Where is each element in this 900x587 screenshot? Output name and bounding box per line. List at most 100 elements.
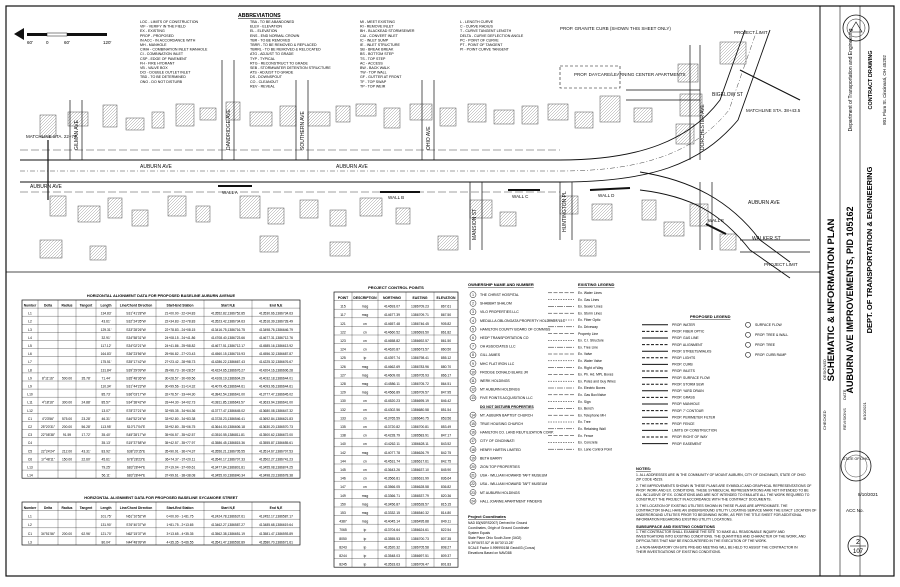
coordinates-line: Elevations Based on NAVD88 xyxy=(468,551,512,555)
existing-legend-label: Ex. Valve xyxy=(578,352,592,356)
table-cell: msg xyxy=(362,494,369,498)
abbreviation-entry: TF - TOP SWAP xyxy=(360,80,387,84)
table-cell: 414204.16,1386606.28 xyxy=(259,368,293,372)
alignment-table-auburn: HORIZONTAL ALIGNMENT DATA FOR PROPOSED B… xyxy=(21,293,301,479)
abbreviation-entry: REV - REVEAL xyxy=(250,84,275,88)
table-header: Tangent xyxy=(80,506,93,510)
table-cell: 414560.15,1386715.93 xyxy=(211,352,245,356)
table-cell: L3 xyxy=(28,328,32,332)
table-cell: 1386692.57 xyxy=(411,339,429,343)
existing-legend-label: Ex. Lane Control Point xyxy=(578,447,612,451)
table-cell: 820.36 xyxy=(441,494,451,498)
table-cell: 413498.76,1386646.79 xyxy=(259,328,293,332)
table-cell: 212.00 xyxy=(62,449,72,453)
table-cell: 22+34.83 - 22+78.83 xyxy=(165,320,196,324)
designed-label: DESIGNED xyxy=(822,359,827,380)
label-auburn-left: AUBURN AVE xyxy=(30,184,63,190)
table-cell: 413520.32 xyxy=(384,545,400,549)
table-cell: 414586.11 xyxy=(384,382,400,386)
table-cell: cn xyxy=(363,442,367,446)
table-cell: 843.52 xyxy=(441,442,451,446)
table-header: Start-End Station xyxy=(167,304,194,308)
table-header: Start N,E xyxy=(221,304,236,308)
proposed-legend-label: PROP. LIGHTS xyxy=(672,356,696,360)
existing-legend-label: Property Line xyxy=(578,332,598,336)
table-cell: 8°11'16" xyxy=(42,376,55,380)
ownership-name: MT. AUBURN BAPTIST CHURCH xyxy=(480,413,533,417)
abbreviation-entry: CSP - EDGE OF PAVEMENT xyxy=(140,57,188,61)
coordinates-line: System Equals xyxy=(468,531,490,535)
table-cell: C3 xyxy=(28,433,32,437)
coordinates-title: Project Coordinates xyxy=(468,514,507,519)
proposed-legend-label: PROP. PERIMETER FILTER xyxy=(672,415,716,419)
existing-legend-label: Ex. Retaining Wall xyxy=(578,427,606,431)
table-cell: 1386628.58 xyxy=(411,485,429,489)
proposed-legend-label: PROP. RIGHT OF WAY xyxy=(672,435,708,439)
ownership-number: 3 xyxy=(472,310,474,314)
table-cell: 35+06.57 - 35+42.57 xyxy=(165,433,196,437)
abbreviation-entry: TBRR - TO BE REMOVED & REPLACED xyxy=(250,43,317,47)
ownership-number: 18 xyxy=(471,448,475,452)
city-seal-icon xyxy=(842,14,870,42)
table-cell: N62°15'37"W xyxy=(126,532,147,536)
abbreviation-entry: CO - CLEANOUT xyxy=(250,80,279,84)
table-cell: 414609.06 xyxy=(384,373,400,377)
note-item: 2. THE IMPROVEMENTS SHOWN IN THESE PLANS… xyxy=(636,484,811,502)
proposed-legend-symbol-item: PROP. TREE xyxy=(745,341,776,348)
abbreviation-entry: EL - ELEVATION xyxy=(250,29,277,33)
subsurface-item: 2. A NON-MANDATORY ON-SITE PRE-BID MEETI… xyxy=(636,546,798,555)
ownership-name: MT AUBURN HOLDINGS xyxy=(480,388,520,392)
table-cell: 43.31' xyxy=(82,449,91,453)
abbreviation-entry: CAI - CONVERT INLET xyxy=(360,34,399,38)
table-header: Line/Chord Direction xyxy=(120,304,153,308)
abbreviation-entry: TYP - TYPICAL xyxy=(250,57,275,61)
ownership-number: 13 xyxy=(471,396,475,400)
table-cell: 1386626.79 xyxy=(411,451,429,455)
table-cell: 1386709.71 xyxy=(411,313,429,317)
table-cell: S31°41'28"W xyxy=(126,312,146,316)
ownership-number: 19 xyxy=(471,456,475,460)
proposed-legend-label: PROP. ALIGNMENT xyxy=(672,343,703,347)
table-cell: 575.00 xyxy=(62,417,72,421)
label-wall-d: WALL D xyxy=(598,193,615,198)
table-cell: 836.64 xyxy=(441,477,451,481)
table-cell: L4 xyxy=(28,336,32,340)
table-cell: 35.78' xyxy=(82,376,91,380)
table-cell: S83°28'44"E xyxy=(127,466,146,470)
table-cell: 414045.14 xyxy=(384,520,400,524)
existing-legend-item: Ex. Valve xyxy=(548,352,592,356)
abbreviation-entry: IN ACC - IN ACCORDANCE WITH xyxy=(140,38,196,42)
coordinates-line: State Plane Ohio South Zone (3402) xyxy=(468,536,521,540)
proposed-legend-label: LIMITS OF CONSTRUCTION xyxy=(672,429,717,433)
table-cell: L1 xyxy=(28,312,32,316)
table-cell: 1386617.61 xyxy=(411,459,429,463)
table-cell: 413533.63 xyxy=(384,563,400,567)
seal-date: 8/10/2021 xyxy=(858,492,879,497)
existing-legend-label: Ex. Sign xyxy=(578,400,591,404)
table-cell: cn xyxy=(363,477,367,481)
table-cell: 164.83' xyxy=(101,352,112,356)
table-cell: L2 xyxy=(28,523,32,527)
table-cell: 117.12' xyxy=(101,344,112,348)
ownership-number: 5 xyxy=(472,327,474,331)
table-cell: 413777.47,1386645.02 xyxy=(259,393,293,397)
table-cell: S76°40'37"W xyxy=(126,523,146,527)
table-cell: 413556.21,1386705.55 xyxy=(211,449,245,453)
table-cell: 414620.87 xyxy=(384,348,400,352)
table-cell: 8243 xyxy=(339,545,347,549)
table-cell: 414693.07 xyxy=(384,305,400,309)
existing-legend-label: Ex. Concrete xyxy=(578,441,598,445)
table-cell: 414093.96,1386644.61 xyxy=(259,385,293,389)
abbreviation-entry: TBR - TO BE REMOVED xyxy=(250,38,291,42)
existing-legend-item: Ex. Gas Lines xyxy=(548,298,599,302)
table-cell: S38°20'15"E xyxy=(127,449,146,453)
